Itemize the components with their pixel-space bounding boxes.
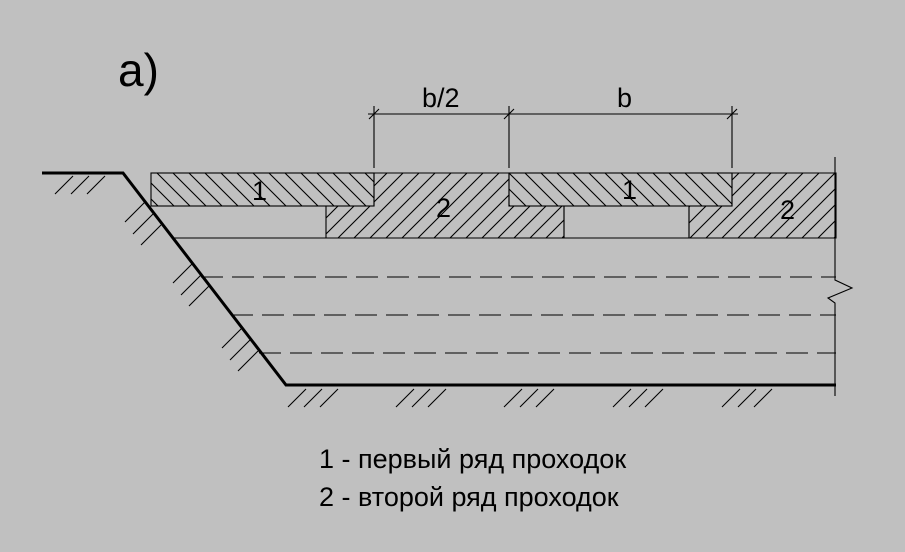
- strip-label-1-right: 1: [622, 175, 637, 205]
- ground-profile: [42, 171, 836, 387]
- layer-lines: [173, 205, 836, 354]
- ground-hatch-top: [54, 175, 106, 195]
- strip-label-2-left: 2: [436, 193, 451, 223]
- figure-label: а): [118, 44, 159, 96]
- legend: 1 - первый ряд проходок 2 - второй ряд п…: [319, 440, 626, 516]
- strip-label-2-right: 2: [780, 195, 795, 225]
- dimension-full-label: b: [617, 83, 632, 113]
- dimension-half-label: b/2: [422, 83, 460, 113]
- ground-hatch-bottom: [287, 388, 773, 408]
- break-line: [826, 157, 854, 396]
- first-row-strips: [150, 172, 733, 207]
- legend-item-first-row: 1 - первый ряд проходок: [319, 444, 627, 474]
- ground-hatch-slope: [124, 201, 259, 372]
- dimension-lines: [368, 106, 738, 168]
- legend-item-second-row: 2 - второй ряд проходок: [319, 482, 619, 512]
- strip-label-1-left: 1: [252, 176, 267, 206]
